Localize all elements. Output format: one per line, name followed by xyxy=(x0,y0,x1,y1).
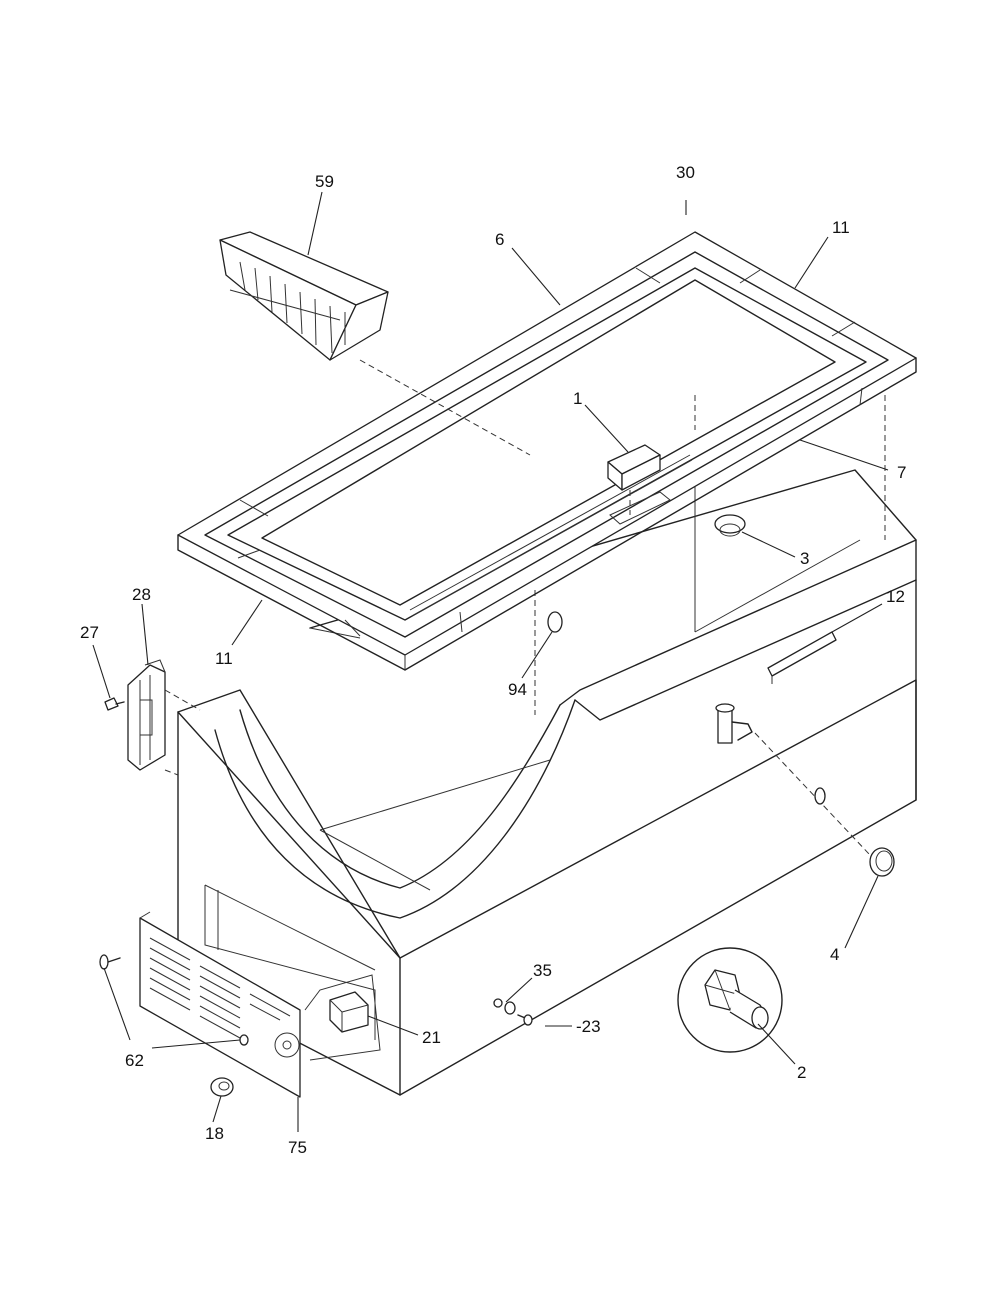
cabinet-body xyxy=(177,430,917,1096)
hinge-screw xyxy=(104,697,125,711)
grille-screw xyxy=(99,954,121,970)
label-part-6: 6 xyxy=(495,230,504,249)
label-part-2: 2 xyxy=(797,1063,806,1082)
leader-lines xyxy=(92,191,889,1132)
grille-screw-2 xyxy=(239,1034,249,1046)
grille-knob xyxy=(210,1077,234,1097)
lid-handle xyxy=(607,444,671,525)
label-part-11-left: 11 xyxy=(215,649,233,668)
label-part-23: -23 xyxy=(576,1017,601,1036)
drain-cap xyxy=(869,847,895,877)
label-part-59: 59 xyxy=(315,172,334,191)
storage-basket xyxy=(219,231,531,456)
label-part-3: 3 xyxy=(800,549,809,568)
label-part-28: 28 xyxy=(132,585,151,604)
screw-washer xyxy=(493,998,533,1026)
drain-plug xyxy=(714,514,746,537)
label-part-1: 1 xyxy=(573,389,582,408)
nameplate xyxy=(767,631,837,684)
label-part-18: 18 xyxy=(205,1124,224,1143)
compressor-grille xyxy=(139,911,301,1098)
label-part-12: 12 xyxy=(886,587,905,606)
lid-hinge xyxy=(127,659,201,776)
label-part-4: 4 xyxy=(830,945,839,964)
label-part-94: 94 xyxy=(508,680,527,699)
label-part-62: 62 xyxy=(125,1051,144,1070)
label-part-7: 7 xyxy=(897,463,906,482)
label-part-11-top: 11 xyxy=(832,218,850,237)
drain-fitting-detail xyxy=(677,947,783,1053)
drain-tube xyxy=(715,703,871,856)
label-part-30: 30 xyxy=(676,163,695,182)
lid-gasket-frame xyxy=(177,231,917,671)
label-part-35: 35 xyxy=(533,961,552,980)
control-relay xyxy=(304,974,381,1061)
grommet xyxy=(547,611,563,633)
label-part-27: 27 xyxy=(80,623,99,642)
label-part-75: 75 xyxy=(288,1138,307,1157)
label-part-21: 21 xyxy=(422,1028,441,1047)
